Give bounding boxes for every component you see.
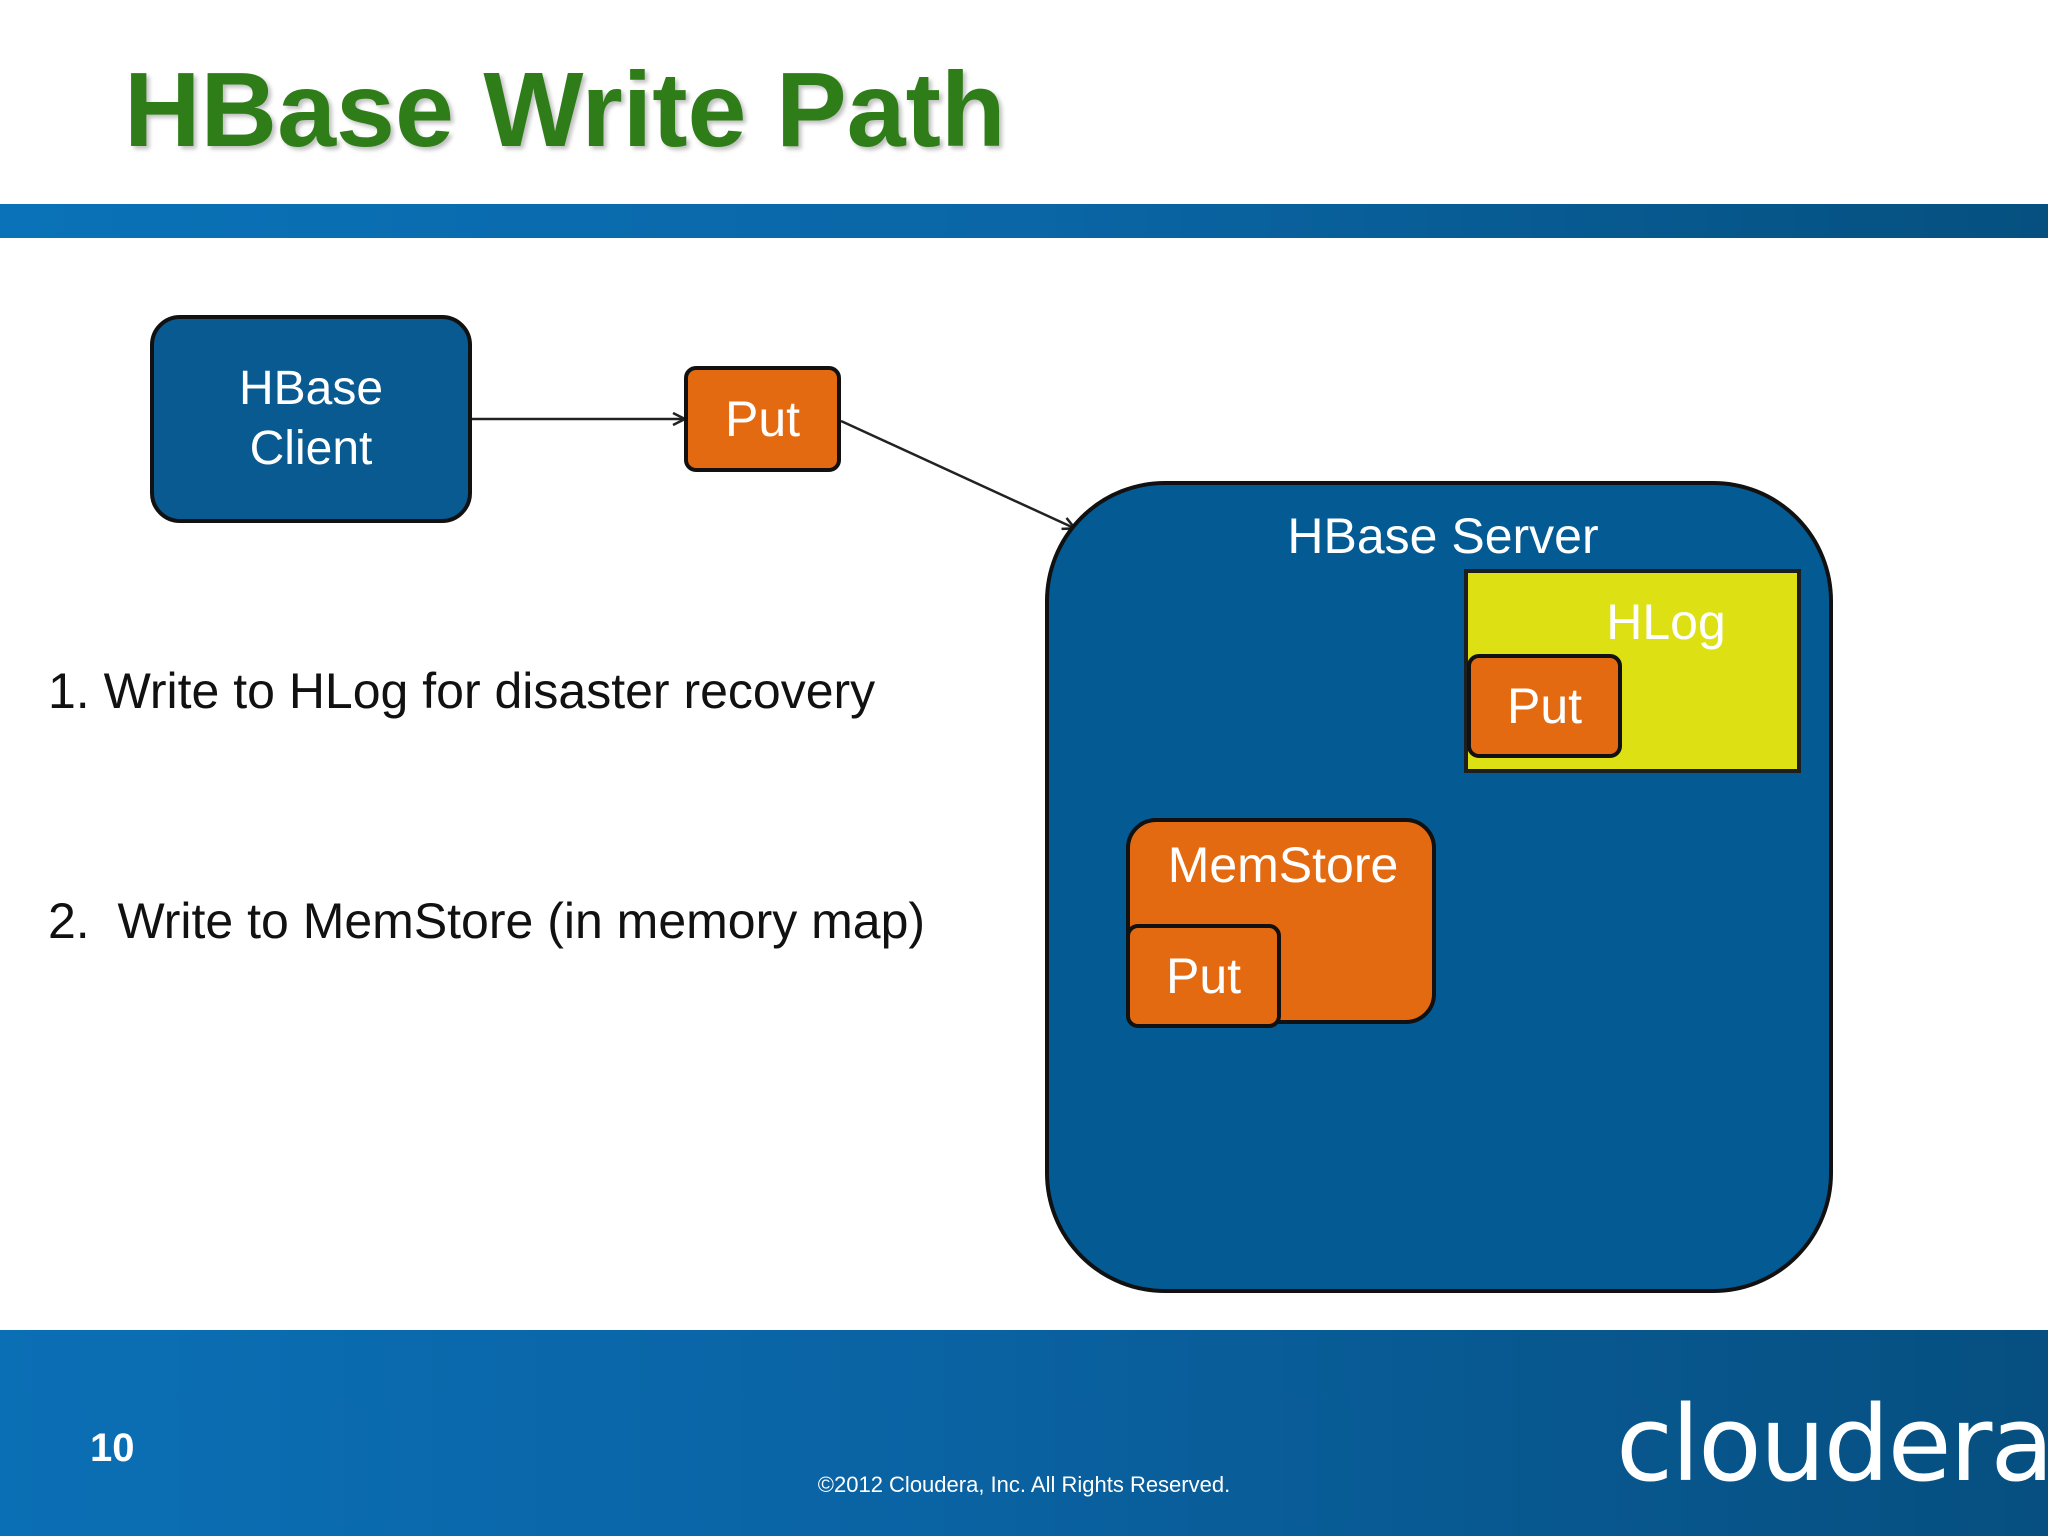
cloudera-logo: cloudera [1616,1383,2048,1505]
memstore-label: MemStore [1167,837,1399,893]
slide-footer: 10 ©2012 Cloudera, Inc. All Rights Reser… [0,1330,2048,1536]
hbase-client-box: HBase Client [150,315,472,523]
copyright-text: ©2012 Cloudera, Inc. All Rights Reserved… [817,1472,1231,1497]
page-number: 10 [90,1426,135,1470]
hlog-label: HLog [1606,594,1726,650]
arrow-put-to-server [840,419,1074,528]
title-divider-band [0,204,2048,238]
put-request-box: Put [684,366,841,472]
slide-title: HBase Write Path [124,51,1006,169]
hlog-put-box: Put [1467,654,1622,758]
memstore-put-box: Put [1126,924,1281,1028]
step-1-text: 1. Write to HLog for disaster recovery [48,663,876,719]
hbase-server-label: HBase Server [1287,508,1599,564]
step-2-text: 2. Write to MemStore (in memory map) [48,893,926,949]
